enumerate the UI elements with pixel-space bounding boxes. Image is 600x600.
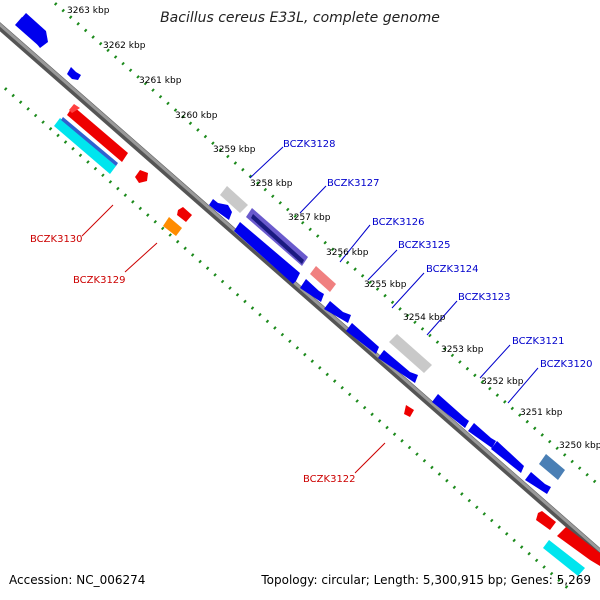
leader-BCZK3124 [391, 272, 425, 309]
gene-forward [432, 394, 469, 428]
gene-reverse-orange [163, 217, 182, 236]
gene-forward [324, 301, 351, 323]
gene-label-BCZK3124[interactable]: BCZK3124 [426, 264, 479, 275]
ruler-label: 3256 kbp [326, 248, 369, 258]
gene-forward [209, 199, 232, 220]
gene-reverse-cyan [543, 540, 585, 576]
ruler-label: 3257 kbp [288, 213, 331, 223]
ruler-label: 3260 kbp [175, 111, 218, 121]
gene-forward-gray [389, 334, 432, 373]
genome-summary-text: Topology: circular; Length: 5,300,915 bp… [261, 573, 591, 587]
gene-label-BCZK3129[interactable]: BCZK3129 [73, 275, 126, 286]
gene-features [15, 13, 600, 576]
gene-forward [468, 423, 496, 448]
map-title: Bacillus cereus E33L, complete genome [160, 10, 440, 26]
leader-BCZK3122 [354, 442, 386, 474]
gene-forward [525, 472, 551, 494]
leader-BCZK3128 [249, 146, 284, 179]
gene-label-BCZK3120[interactable]: BCZK3120 [540, 359, 593, 370]
leader-BCZK3126 [339, 224, 371, 263]
leader-BCZK3120 [507, 367, 539, 404]
gene-reverse [67, 106, 128, 162]
gene-forward [67, 67, 81, 80]
gene-label-BCZK3122[interactable]: BCZK3122 [303, 474, 356, 485]
gene-forward [19, 13, 48, 48]
leader-BCZK3130 [81, 204, 114, 237]
gene-label-BCZK3125[interactable]: BCZK3125 [398, 240, 451, 251]
ruler-label: 3255 kbp [364, 280, 407, 290]
gene-forward-pink [310, 266, 336, 292]
gene-forward [300, 279, 324, 302]
gene-reverse [177, 207, 192, 222]
gene-reverse [404, 405, 414, 417]
gene-forward [378, 350, 418, 383]
gene-label-BCZK3128[interactable]: BCZK3128 [283, 139, 336, 150]
ruler-label: 3253 kbp [441, 345, 484, 355]
ruler-label: 3250 kbp [559, 441, 600, 451]
ruler-label: 3252 kbp [481, 377, 524, 387]
gene-forward-steelblue [539, 454, 565, 480]
ruler-label: 3254 kbp [403, 313, 446, 323]
gene-label-BCZK3126[interactable]: BCZK3126 [372, 217, 425, 228]
leader-BCZK3125 [367, 249, 398, 281]
ruler-label: 3261 kbp [139, 76, 182, 86]
gene-forward-gray [220, 186, 248, 213]
gene-forward [346, 323, 379, 354]
gene-label-BCZK3121[interactable]: BCZK3121 [512, 336, 565, 347]
ruler-label: 3262 kbp [103, 41, 146, 51]
leader-BCZK3121 [479, 344, 511, 379]
leader-BCZK3129 [124, 242, 158, 273]
accession-text: Accession: NC_006274 [9, 573, 146, 587]
gene-forward [491, 441, 524, 473]
ruler-label: 3263 kbp [67, 6, 110, 16]
gene-reverse [135, 170, 148, 183]
gene-label-BCZK3127[interactable]: BCZK3127 [327, 178, 380, 189]
gene-label-BCZK3130[interactable]: BCZK3130 [30, 234, 83, 245]
leader-BCZK3127 [299, 185, 327, 214]
ruler-line-upper [49, 0, 600, 489]
leader-BCZK3123 [426, 300, 458, 336]
gene-reverse-cyan [54, 118, 116, 174]
ruler-labels: 3263 kbp 3262 kbp 3261 kbp 3260 kbp 3259… [67, 6, 600, 451]
gene-reverse [536, 511, 556, 530]
ruler-label: 3251 kbp [520, 408, 563, 418]
gene-labels: BCZK3128 BCZK3127 BCZK3126 BCZK3125 BCZK… [30, 139, 593, 485]
gene-reverse [557, 527, 600, 566]
ruler-label: 3259 kbp [213, 145, 256, 155]
ruler-label: 3258 kbp [250, 179, 293, 189]
label-leader-lines [81, 146, 539, 474]
gene-label-BCZK3123[interactable]: BCZK3123 [458, 292, 511, 303]
gene-forward [234, 222, 300, 284]
